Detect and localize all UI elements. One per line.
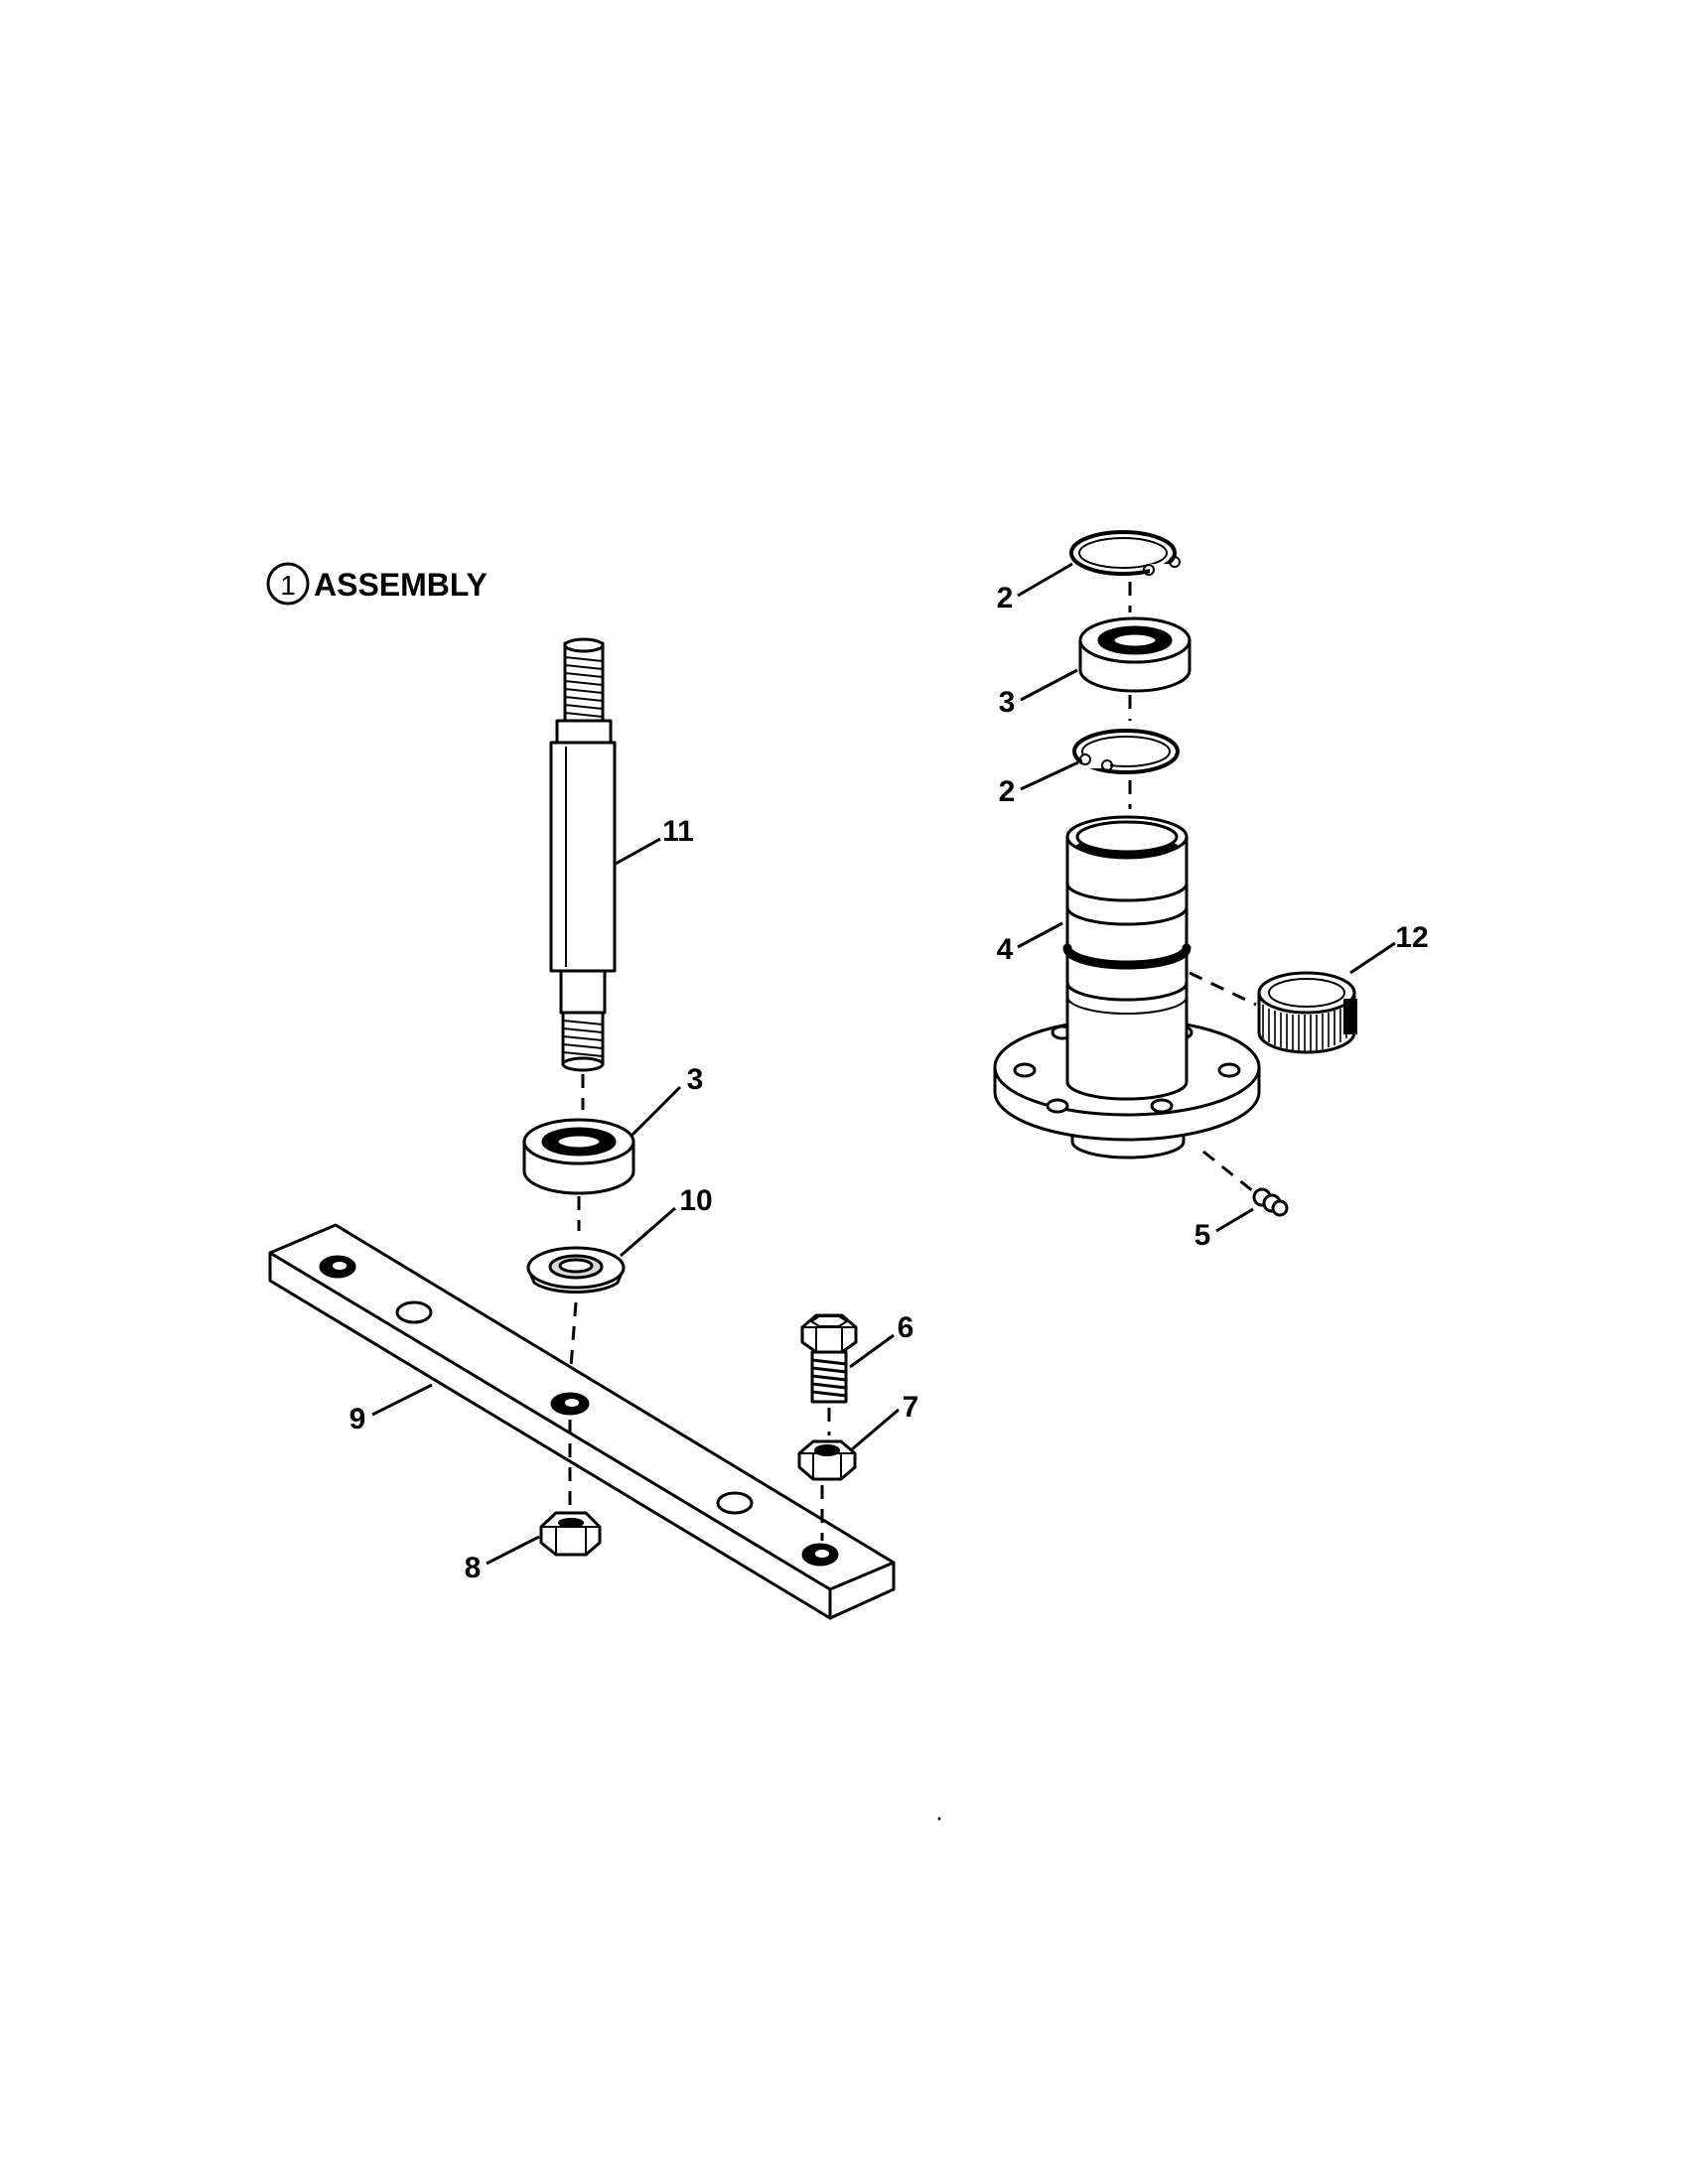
- callout-numbers: 2 3 2 4 12 5 11 3 10 6 7 9 8: [350, 582, 1429, 1584]
- nut-lower: [539, 1511, 602, 1557]
- callout-5: 5: [1194, 1219, 1211, 1252]
- callout-10: 10: [679, 1184, 712, 1217]
- callout-12: 12: [1395, 921, 1428, 954]
- bearing-upper: [1078, 616, 1192, 693]
- axis-line-spacer: [568, 1301, 578, 1381]
- callout-2-lower: 2: [999, 775, 1016, 808]
- axis-line-fitting: [1202, 1150, 1254, 1193]
- bearing-lower: [522, 1118, 635, 1195]
- assembly-number: 1: [280, 570, 296, 601]
- bolt: [800, 1313, 858, 1404]
- blade-bar: [268, 1223, 896, 1620]
- callout-11: 11: [662, 815, 694, 848]
- spacer: [526, 1246, 626, 1294]
- callout-2-top: 2: [997, 582, 1014, 614]
- snap-ring-lower: [1072, 729, 1180, 774]
- spindle-housing: [993, 815, 1261, 1160]
- leader-lines: [371, 562, 1396, 1566]
- callout-7: 7: [903, 1391, 919, 1424]
- callout-3-top: 3: [999, 686, 1016, 719]
- callout-8: 8: [465, 1552, 482, 1584]
- stray-dot: [937, 1817, 941, 1821]
- axis-line-needle-bearing: [1189, 971, 1257, 1007]
- assembly-title: 1 ASSEMBLY: [266, 562, 488, 606]
- nut-upper: [797, 1439, 857, 1481]
- grease-fitting: [1252, 1187, 1289, 1217]
- needle-bearing: [1257, 971, 1357, 1054]
- callout-6: 6: [898, 1311, 914, 1344]
- callout-4: 4: [997, 933, 1014, 966]
- callout-3-lower: 3: [687, 1063, 704, 1096]
- callout-9: 9: [350, 1403, 366, 1435]
- assembly-label: ASSEMBLY: [314, 567, 488, 603]
- snap-ring-top: [1069, 530, 1181, 578]
- spindle-shaft: [549, 637, 617, 1072]
